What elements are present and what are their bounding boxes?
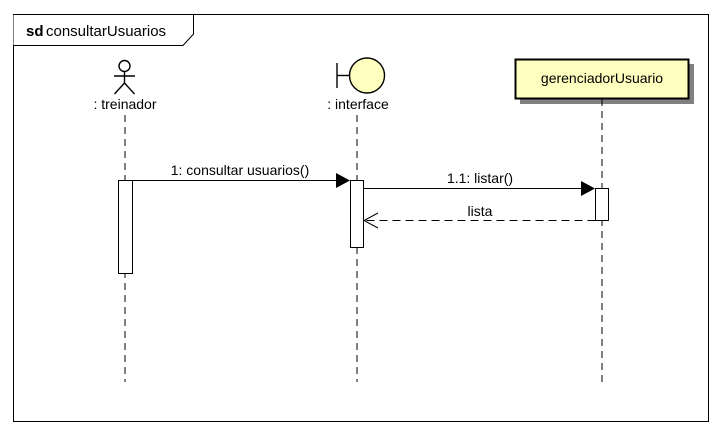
boundary-lifeline-label: : interface [327, 96, 389, 112]
boundary-circle-icon [336, 57, 386, 94]
frame-keyword: sd [26, 23, 44, 40]
message-listar-label: 1.1: listar() [447, 170, 513, 186]
message-lista-reply[interactable]: lista [362, 203, 596, 229]
object-lifeline-head[interactable]: gerenciadorUsuario [514, 58, 695, 105]
actor-lifeline-head[interactable]: : treinador [93, 59, 157, 113]
message-lista-label: lista [468, 203, 493, 219]
boundary-activation-bar [350, 180, 364, 248]
message-consultar-usuarios[interactable]: 1: consultar usuarios() [132, 162, 351, 188]
object-lifeline-label: gerenciadorUsuario [541, 70, 663, 86]
object-activation-bar [595, 188, 609, 221]
sync-arrowhead-icon [336, 173, 350, 188]
message-listar[interactable]: 1.1: listar() [363, 170, 596, 196]
frame-name: consultarUsuarios [46, 23, 166, 40]
open-arrowhead-icon [362, 212, 379, 229]
actor-activation-bar [118, 180, 133, 274]
object-box [514, 58, 690, 100]
actor-lifeline-label: : treinador [93, 96, 156, 112]
actor-stick-figure-icon [113, 59, 136, 95]
frame-label-tab [13, 14, 194, 46]
message-consultar-usuarios-label: 1: consultar usuarios() [171, 162, 310, 178]
boundary-lifeline-head[interactable]: : interface [327, 57, 389, 112]
sync-arrowhead-icon [581, 181, 595, 196]
